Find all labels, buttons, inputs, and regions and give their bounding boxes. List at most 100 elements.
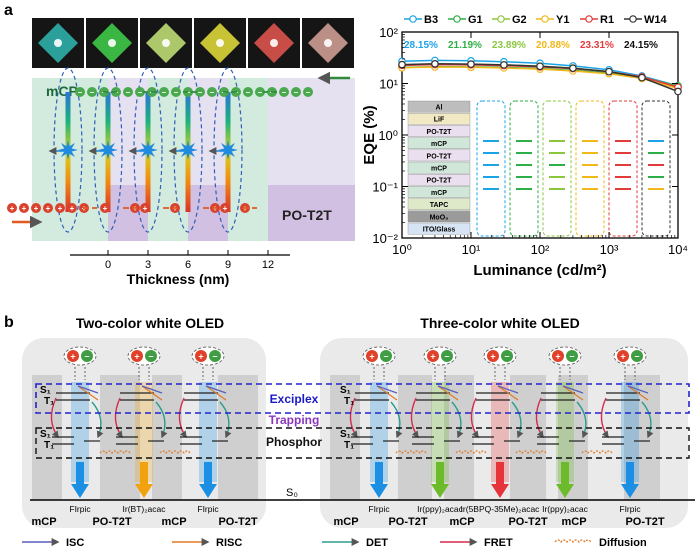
electron-sign: – xyxy=(84,351,89,361)
device-structure-box xyxy=(641,100,671,237)
legend-marker xyxy=(541,15,549,23)
thickness-axis-label: Thickness (nm) xyxy=(127,271,230,287)
hole-carrier xyxy=(67,350,79,362)
y-tick-label: 10² xyxy=(379,25,398,40)
risc-arrow xyxy=(627,385,649,401)
risc-arrow xyxy=(437,385,459,401)
legend-diffusion-swatch xyxy=(554,539,592,544)
t1-label: T₁ xyxy=(344,440,354,451)
data-point xyxy=(605,67,613,76)
electron-sign: – xyxy=(306,88,311,97)
s1-label: S₁ xyxy=(40,385,51,396)
diffusion-path xyxy=(515,450,547,454)
hole-sign: + xyxy=(430,352,435,362)
isc-arrow xyxy=(562,385,584,394)
energy-transfer-diagram: +–FIrpic+–Ir(BT)₂acac+–FIrpic+–FIrpic+–I… xyxy=(31,346,665,528)
emission-arrow-head xyxy=(135,484,153,498)
fret-arrow xyxy=(178,397,187,439)
dopant-label: Ir(5BPQ-35Me)₂acac xyxy=(461,504,541,514)
fret-arrow xyxy=(600,397,609,439)
device-layer xyxy=(407,161,471,174)
charge-carriers: ––––––––––––––––––––++++++++++++++ xyxy=(7,71,350,229)
host-label: PO-T2T xyxy=(625,516,664,528)
hole-sign: + xyxy=(34,204,39,213)
electron-carrier xyxy=(441,350,453,362)
device-structure-box xyxy=(476,100,506,237)
exciton-burst xyxy=(178,140,198,160)
electron-sign: – xyxy=(198,88,203,97)
dopant-label: Ir(ppy)₂acac xyxy=(417,504,464,514)
device-layer xyxy=(407,210,471,223)
electron-sign: – xyxy=(186,88,191,97)
device-layer xyxy=(407,112,471,125)
electron-sign: – xyxy=(504,351,509,361)
t1-label: T₁ xyxy=(44,396,54,407)
hole-sign: + xyxy=(58,204,63,213)
hole-carrier xyxy=(131,350,143,362)
fret-arrow xyxy=(470,397,479,439)
data-point xyxy=(431,60,439,68)
electron-carrier xyxy=(380,350,392,362)
device-photo-highlight xyxy=(216,39,224,47)
thickness-tick-label: 9 xyxy=(225,259,231,271)
hole-carrier xyxy=(427,350,439,362)
max-eqe-label: 20.88% xyxy=(536,40,570,51)
electron-sign: – xyxy=(282,88,287,97)
emission-arrow-head xyxy=(431,484,449,498)
device-layer-label: PO-T2T xyxy=(427,153,453,160)
device-structure-box xyxy=(542,100,572,237)
electron-carrier xyxy=(209,350,221,362)
hole-sign: + xyxy=(70,352,75,362)
fret-arrow xyxy=(114,397,123,439)
legend-process-label: Diffusion xyxy=(599,537,647,549)
electron-carrier xyxy=(123,87,133,97)
diffusion-path xyxy=(395,450,427,454)
data-point xyxy=(467,60,475,68)
device-layer xyxy=(407,149,471,162)
layer-label-po-t2t: PO-T2T xyxy=(282,207,332,223)
fret-arrow xyxy=(349,397,358,439)
device-layer-label: Al xyxy=(436,105,443,112)
det-arrow xyxy=(155,401,168,439)
det-arrow xyxy=(219,401,232,439)
trapping-label: Trapping xyxy=(269,413,320,427)
emission-arrow-shaft xyxy=(375,462,383,484)
legend-label: B3 xyxy=(424,14,438,26)
hole-sign: + xyxy=(490,352,495,362)
hole-sign: + xyxy=(369,352,374,362)
det-arrow xyxy=(576,401,589,439)
x-tick-label: 10¹ xyxy=(462,242,481,257)
host-label: mCP xyxy=(333,516,358,528)
electron-carrier xyxy=(279,87,289,97)
x-axis-label: Luminance (cd/m²) xyxy=(473,262,606,279)
legend-marker xyxy=(629,15,637,23)
thickness-tick-label: 6 xyxy=(185,259,191,271)
max-eqe-label: 23.89% xyxy=(492,40,526,51)
device-photo-highlight xyxy=(108,39,116,47)
host-label: mCP xyxy=(31,516,56,528)
emission-arrow-shaft xyxy=(140,462,148,484)
max-eqe-label: 21.19% xyxy=(448,40,482,51)
max-eqe-label: 28.15% xyxy=(404,40,438,51)
risc-arrow xyxy=(205,385,227,401)
dopant-label: FIrpic xyxy=(69,504,91,514)
hole-sign: + xyxy=(620,352,625,362)
electron-carrier xyxy=(291,87,301,97)
device-photo-highlight xyxy=(54,39,62,47)
electron-carrier xyxy=(135,87,145,97)
legend-label: Y1 xyxy=(556,14,569,26)
device-stack-inset: AlLiFPO-T2TmCPPO-T2TmCPPO-T2TmCPTAPCMoO₃… xyxy=(407,100,671,237)
hole-carrier xyxy=(31,203,41,213)
hole-sign: + xyxy=(70,204,75,213)
electron-carrier xyxy=(207,87,217,97)
legend-marker xyxy=(585,15,593,23)
exciton-burst xyxy=(98,140,118,160)
device-layer xyxy=(407,198,471,211)
host-label: mCP xyxy=(449,516,474,528)
exciton-burst xyxy=(58,140,78,160)
t1-label: T₁ xyxy=(44,440,54,451)
hole-carrier xyxy=(617,350,629,362)
electron-carrier xyxy=(87,87,97,97)
dopant-label: FIrpic xyxy=(619,504,641,514)
